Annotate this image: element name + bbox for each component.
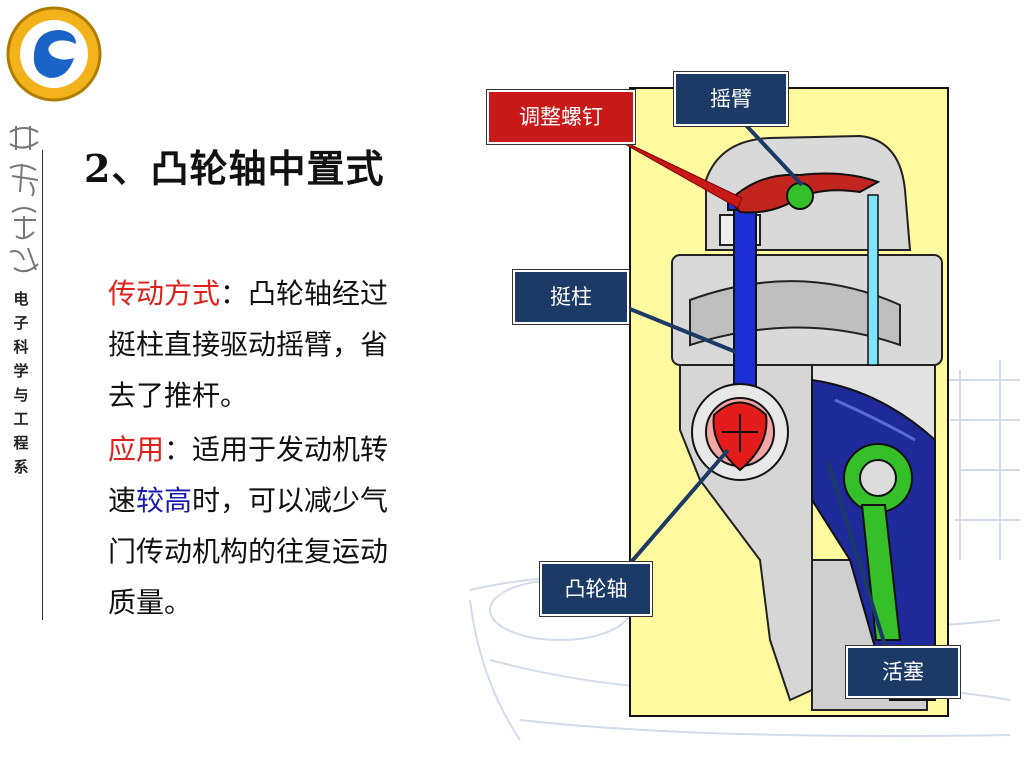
school-logo <box>6 6 102 102</box>
description-label: 传动方式 <box>108 277 221 310</box>
brand-dept-char: 科 <box>13 338 29 356</box>
connecting-rod <box>843 443 913 641</box>
application-label: 应用 <box>108 433 165 466</box>
brand-dept-char: 学 <box>13 362 29 380</box>
page-title: 2、凸轮轴中置式 <box>84 146 385 191</box>
application-line-3: 门传动机构的往复运动 <box>108 535 389 568</box>
brand-dept-char: 工 <box>13 410 29 428</box>
application-paragraph: 应用：适用于发动机转 速较高时，可以减少气 门传动机构的往复运动 质量。 <box>108 424 458 628</box>
callout-adjusting-screw: 调整螺钉 <box>487 90 635 144</box>
description-text-1: 凸轮轴经过 <box>248 277 389 310</box>
description-line-1: 传动方式：凸轮轴经过 <box>108 268 458 319</box>
application-line-4: 质量。 <box>108 586 193 619</box>
application-text-2b: 时，可以减少气 <box>192 484 389 517</box>
brand-dept-char: 系 <box>13 458 29 476</box>
valve-stem <box>867 194 879 366</box>
callout-piston: 活塞 <box>846 646 960 698</box>
application-line-2: 速较高时，可以减少气 <box>108 475 458 526</box>
brand-dept-char: 与 <box>13 386 29 404</box>
description-line-2: 挺柱直接驱动摇臂，省 <box>108 328 389 361</box>
description-line-3: 去了推杆。 <box>108 379 249 412</box>
description-paragraph: 传动方式：凸轮轴经过 挺柱直接驱动摇臂，省 去了推杆。 <box>108 268 458 421</box>
application-sep: ： <box>164 433 193 466</box>
side-brand: 电 子 科 学 与 工 程 系 <box>0 120 44 620</box>
cylinder-head <box>671 134 943 366</box>
camshaft <box>691 383 789 481</box>
application-text-2a: 速 <box>108 484 137 517</box>
brand-dept-char: 子 <box>13 314 29 332</box>
callout-tappet: 挺柱 <box>513 270 629 324</box>
callout-camshaft: 凸轮轴 <box>540 562 652 616</box>
rocker-arm <box>728 172 881 214</box>
application-emphasis: 较高 <box>136 484 193 517</box>
adjusting-screw-pointer <box>599 129 743 209</box>
brand-dept-char: 电 <box>13 290 29 308</box>
brand-calligraphy-mark <box>9 126 39 273</box>
application-text-1: 适用于发动机转 <box>192 433 389 466</box>
brand-divider <box>42 150 43 620</box>
brand-dept-char: 程 <box>13 434 29 452</box>
callout-rocker-arm: 摇臂 <box>674 72 788 126</box>
application-line-1: 应用：适用于发动机转 <box>108 424 458 475</box>
description-sep: ： <box>220 277 249 310</box>
tappet-rod <box>727 197 763 416</box>
